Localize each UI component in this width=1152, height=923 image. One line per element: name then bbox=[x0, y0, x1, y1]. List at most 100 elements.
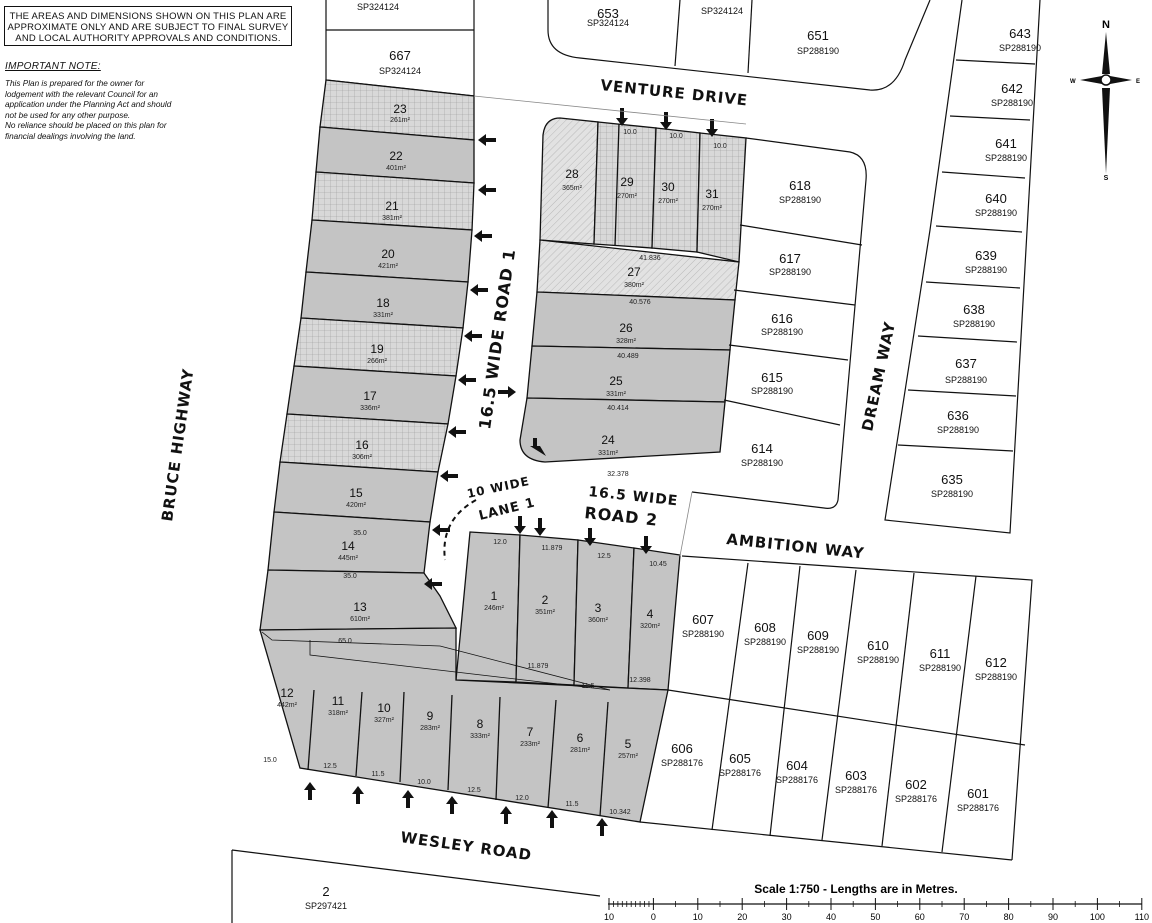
svg-text:SP288190: SP288190 bbox=[919, 663, 961, 673]
svg-text:442m²: 442m² bbox=[277, 702, 298, 709]
svg-text:SP288190: SP288190 bbox=[985, 153, 1027, 163]
svg-text:420m²: 420m² bbox=[346, 502, 367, 509]
svg-text:608: 608 bbox=[754, 620, 776, 635]
svg-text:306m²: 306m² bbox=[352, 454, 373, 461]
access-arrow bbox=[448, 426, 466, 438]
access-arrow bbox=[546, 810, 558, 828]
svg-text:605: 605 bbox=[729, 751, 751, 766]
svg-text:642: 642 bbox=[1001, 81, 1023, 96]
svg-text:SP288176: SP288176 bbox=[719, 768, 761, 778]
lots-west-block bbox=[259, 79, 475, 631]
svg-text:SP288176: SP288176 bbox=[895, 794, 937, 804]
lot-11: 11 318m² bbox=[328, 694, 349, 717]
svg-text:445m²: 445m² bbox=[338, 555, 359, 562]
svg-text:281m²: 281m² bbox=[570, 747, 591, 754]
access-arrows bbox=[304, 108, 718, 836]
existing-parcels-east-a bbox=[691, 137, 867, 509]
svg-text:266m²: 266m² bbox=[367, 358, 388, 365]
svg-text:SP288190: SP288190 bbox=[991, 98, 1033, 108]
svg-text:30: 30 bbox=[661, 180, 675, 194]
scale-tick-label: 80 bbox=[1004, 912, 1014, 922]
svg-text:636: 636 bbox=[947, 408, 969, 423]
road-reserve-line bbox=[679, 491, 693, 557]
svg-text:611: 611 bbox=[930, 646, 951, 661]
svg-text:270m²: 270m² bbox=[658, 198, 679, 205]
svg-text:602: 602 bbox=[905, 777, 927, 792]
scale-tick-label: 70 bbox=[959, 912, 969, 922]
dimension-label: 11.5 bbox=[371, 771, 384, 778]
svg-text:333m²: 333m² bbox=[470, 733, 491, 740]
scale-tick-label: 90 bbox=[1048, 912, 1058, 922]
dimension-label: 11.879 bbox=[542, 545, 563, 552]
access-arrow bbox=[464, 330, 482, 342]
compass-east-label: E bbox=[1136, 79, 1140, 85]
svg-text:22: 22 bbox=[389, 149, 403, 163]
important-note-body: This Plan is prepared for the owner for … bbox=[5, 79, 245, 143]
svg-text:5: 5 bbox=[625, 737, 632, 751]
svg-text:15: 15 bbox=[349, 486, 363, 500]
lot-30: 30 270m² bbox=[658, 180, 679, 205]
svg-text:SP288190: SP288190 bbox=[965, 265, 1007, 275]
svg-text:640: 640 bbox=[985, 191, 1007, 206]
svg-text:11: 11 bbox=[332, 694, 345, 708]
svg-text:SP288190: SP288190 bbox=[975, 208, 1017, 218]
svg-text:18: 18 bbox=[376, 296, 390, 310]
disclaimer-line: AND LOCAL AUTHORITY APPROVALS AND CONDIT… bbox=[15, 33, 281, 44]
disclaimer-line: APPROXIMATE ONLY AND ARE SUBJECT TO FINA… bbox=[7, 22, 289, 33]
svg-text:617: 617 bbox=[779, 251, 801, 266]
important-note-heading: IMPORTANT NOTE: bbox=[5, 61, 101, 72]
svg-text:3: 3 bbox=[595, 601, 602, 615]
svg-text:29: 29 bbox=[620, 175, 634, 189]
svg-text:401m²: 401m² bbox=[386, 165, 407, 172]
dimension-label: 10.0 bbox=[669, 133, 683, 140]
access-arrow bbox=[498, 386, 516, 398]
scale-tick-label: 10 bbox=[693, 912, 703, 922]
svg-text:320m²: 320m² bbox=[640, 623, 661, 630]
svg-text:331m²: 331m² bbox=[373, 312, 394, 319]
scale-tick-label: 50 bbox=[870, 912, 880, 922]
existing-plan-label: SP324124 bbox=[701, 6, 743, 16]
access-arrow bbox=[478, 134, 496, 146]
svg-text:4: 4 bbox=[647, 607, 654, 621]
compass-north-label: N bbox=[1102, 19, 1110, 31]
svg-text:SP288190: SP288190 bbox=[999, 43, 1041, 53]
road-name-road-2: ROAD 2 bbox=[584, 503, 659, 530]
svg-text:639: 639 bbox=[975, 248, 997, 263]
dimension-label: 10.0 bbox=[713, 143, 727, 150]
svg-text:21: 21 bbox=[385, 199, 399, 213]
svg-text:328m²: 328m² bbox=[616, 338, 637, 345]
svg-text:603: 603 bbox=[845, 768, 867, 783]
svg-text:653: 653 bbox=[597, 6, 619, 21]
existing-parcels-southeast bbox=[639, 555, 1033, 861]
svg-text:257m²: 257m² bbox=[618, 753, 639, 760]
svg-text:23: 23 bbox=[393, 102, 407, 116]
svg-text:318m²: 318m² bbox=[328, 710, 349, 717]
access-arrow bbox=[584, 528, 596, 546]
svg-text:SP288190: SP288190 bbox=[857, 655, 899, 665]
access-arrow bbox=[514, 516, 526, 534]
access-arrow bbox=[530, 438, 546, 456]
access-arrow bbox=[596, 818, 608, 836]
scale-tick-label: 30 bbox=[782, 912, 792, 922]
svg-text:SP288190: SP288190 bbox=[797, 645, 839, 655]
dimension-label: 65.0 bbox=[338, 638, 352, 645]
svg-text:SP288190: SP288190 bbox=[931, 489, 973, 499]
lot-4: 4 320m² bbox=[640, 607, 661, 630]
svg-text:601: 601 bbox=[967, 786, 989, 801]
svg-text:SP288190: SP288190 bbox=[761, 327, 803, 337]
svg-text:610: 610 bbox=[867, 638, 889, 653]
svg-text:2: 2 bbox=[542, 593, 549, 607]
svg-text:SP288190: SP288190 bbox=[682, 629, 724, 639]
